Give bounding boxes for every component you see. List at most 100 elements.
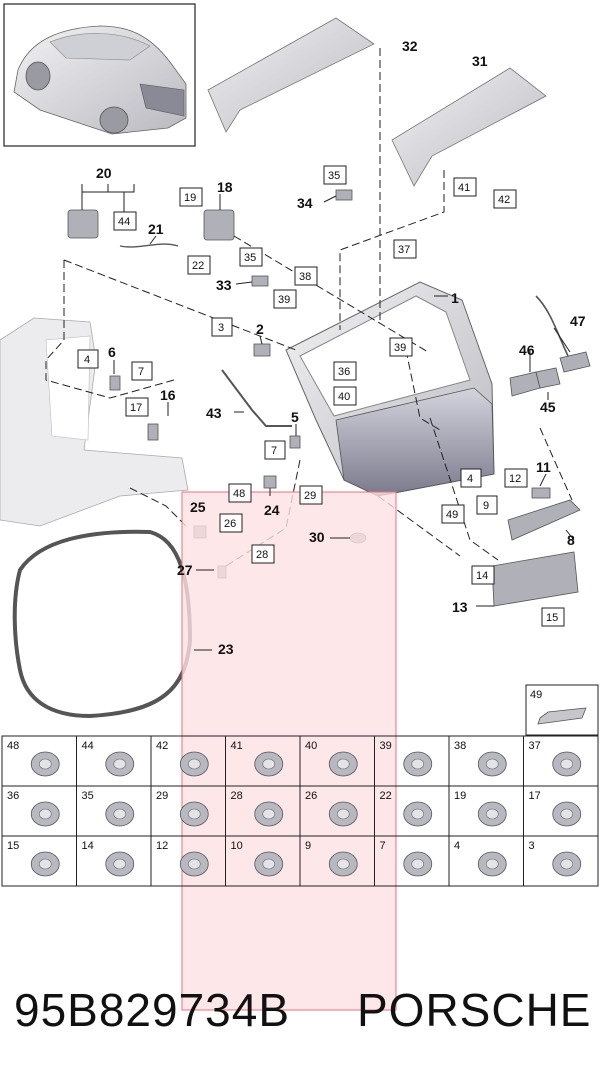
box-40: 40 — [333, 386, 357, 406]
box-48: 48 — [228, 483, 252, 503]
parts-cell-4: 4 — [448, 835, 524, 887]
svg-text:36: 36 — [338, 366, 350, 378]
callout-5: 5 — [291, 409, 299, 425]
tailgate-1 — [285, 281, 495, 497]
callout-labels: 1 2 5 6 8 11 13 16 18 20 21 23 24 25 27 … — [96, 38, 586, 657]
leader-lines — [45, 48, 573, 567]
svg-text:40: 40 — [338, 391, 350, 403]
svg-text:49: 49 — [446, 509, 458, 521]
callout-45: 45 — [540, 399, 556, 415]
vehicle-body-side — [0, 317, 189, 527]
box-38: 38 — [294, 266, 318, 286]
svg-text:4: 4 — [467, 473, 473, 485]
callout-33: 33 — [216, 277, 232, 293]
box-35a: 35 — [323, 165, 347, 185]
svg-text:4: 4 — [84, 354, 90, 366]
box-14: 14 — [471, 565, 495, 585]
svg-text:14: 14 — [82, 840, 94, 852]
box-42: 42 — [493, 189, 517, 209]
box-26: 26 — [219, 513, 243, 533]
svg-text:7: 7 — [138, 366, 144, 378]
svg-text:35: 35 — [328, 170, 340, 182]
callout-43: 43 — [206, 405, 222, 421]
box-4b: 4 — [460, 468, 482, 488]
highlight-region — [181, 491, 397, 1011]
callout-13: 13 — [452, 599, 468, 615]
svg-text:7: 7 — [380, 840, 386, 852]
box-17: 17 — [125, 397, 149, 417]
parts-cell-9: 9 — [299, 835, 375, 887]
box-41: 41 — [453, 177, 477, 197]
svg-text:42: 42 — [498, 194, 510, 206]
callout-8: 8 — [567, 532, 575, 548]
parts-cell-17: 17 — [523, 785, 599, 837]
svg-text:7: 7 — [271, 445, 277, 457]
parts-cell-36: 36 — [1, 785, 77, 837]
parts-cell-10: 10 — [225, 835, 301, 887]
callout-30: 30 — [309, 529, 325, 545]
box-7b: 7 — [264, 440, 286, 460]
svg-text:49: 49 — [530, 689, 542, 701]
callout-24: 24 — [264, 502, 280, 518]
boxed-labels: 3 4 4 7 7 9 12 14 15 17 19 22 26 28 29 3… — [77, 165, 565, 627]
svg-text:15: 15 — [7, 840, 19, 852]
parts-cell-44: 44 — [76, 735, 152, 787]
svg-text:26: 26 — [224, 518, 236, 530]
callout-32: 32 — [402, 38, 418, 54]
svg-text:19: 19 — [184, 192, 196, 204]
svg-text:3: 3 — [218, 322, 224, 334]
footer: 95B829734B PORSCHE — [0, 975, 600, 1055]
callout-34: 34 — [297, 195, 313, 211]
parts-cell-49: 49 — [525, 684, 599, 736]
svg-text:12: 12 — [509, 473, 521, 485]
callout-46: 46 — [519, 342, 535, 358]
box-28: 28 — [251, 544, 275, 564]
box-44: 44 — [113, 211, 137, 231]
svg-text:29: 29 — [304, 490, 316, 502]
callout-11: 11 — [536, 459, 551, 475]
vehicle-thumbnail — [3, 3, 196, 147]
seal-23 — [12, 529, 193, 719]
parts-cell-38: 38 — [448, 735, 524, 787]
box-9: 9 — [476, 495, 498, 515]
parts-cell-7: 7 — [374, 835, 450, 887]
spoiler-32 — [207, 17, 375, 133]
callout-27: 27 — [177, 562, 193, 578]
svg-text:42: 42 — [156, 740, 168, 752]
parts-cell-3: 3 — [523, 835, 599, 887]
brand-name: PORSCHE — [357, 984, 592, 1036]
svg-text:38: 38 — [454, 740, 466, 752]
svg-text:15: 15 — [546, 612, 558, 624]
svg-text:10: 10 — [231, 840, 243, 852]
parts-cell-37: 37 — [523, 735, 599, 787]
svg-text:22: 22 — [192, 260, 204, 272]
parts-cell-35: 35 — [76, 785, 152, 837]
spoiler-31 — [391, 67, 547, 187]
svg-text:38: 38 — [299, 271, 311, 283]
svg-text:26: 26 — [305, 790, 317, 802]
svg-text:28: 28 — [256, 549, 268, 561]
svg-text:19: 19 — [454, 790, 466, 802]
callout-21: 21 — [148, 221, 164, 237]
box-36: 36 — [333, 361, 357, 381]
svg-text:17: 17 — [130, 402, 142, 414]
callout-6: 6 — [108, 344, 116, 360]
svg-text:37: 37 — [398, 244, 410, 256]
svg-text:48: 48 — [233, 488, 245, 500]
callout-16: 16 — [160, 387, 176, 403]
svg-text:39: 39 — [394, 342, 406, 354]
svg-text:41: 41 — [458, 182, 470, 194]
svg-text:14: 14 — [476, 570, 488, 582]
callout-47: 47 — [570, 313, 586, 329]
svg-text:9: 9 — [483, 500, 489, 512]
box-3: 3 — [211, 317, 233, 337]
svg-text:9: 9 — [305, 840, 311, 852]
box-12: 12 — [504, 468, 528, 488]
svg-text:37: 37 — [529, 740, 541, 752]
svg-text:40: 40 — [305, 740, 317, 752]
box-22: 22 — [187, 255, 211, 275]
svg-text:44: 44 — [82, 740, 94, 752]
svg-text:28: 28 — [231, 790, 243, 802]
box-19: 19 — [179, 187, 203, 207]
